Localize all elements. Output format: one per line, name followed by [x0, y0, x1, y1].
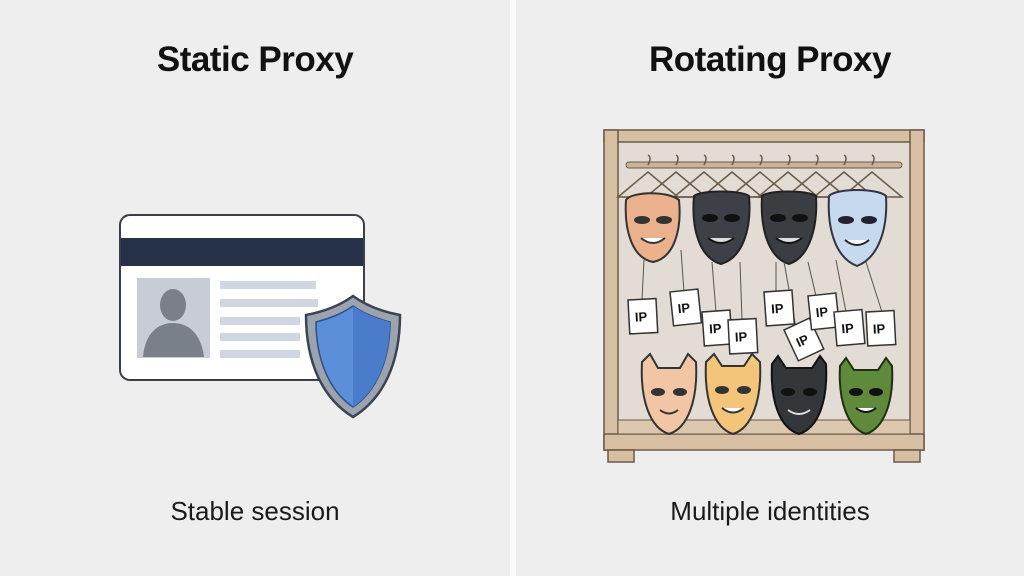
ip-tag-label: IP: [677, 300, 691, 316]
panel-divider: [510, 0, 516, 576]
wardrobe-illustration: IP IP IP IP IP IP: [603, 129, 925, 463]
shield-icon: [304, 294, 402, 419]
mask-icon: [624, 189, 888, 268]
avatar-icon: [137, 278, 210, 358]
mask-icon: [640, 352, 894, 436]
static-proxy-panel: Static Proxy Stable session: [0, 0, 510, 576]
ip-tag-label: IP: [635, 309, 648, 325]
id-card-illustration: [119, 214, 402, 419]
ip-tag-label: IP: [815, 304, 829, 320]
ip-tag-label: IP: [841, 320, 855, 336]
rotating-proxy-caption: Multiple identities: [670, 496, 870, 526]
wardrobe-icon: [603, 129, 925, 463]
ip-tag-icon: IP IP IP IP IP IP: [627, 288, 897, 362]
static-proxy-title: Static Proxy: [156, 40, 354, 79]
ip-tag-label: IP: [709, 321, 723, 337]
static-proxy-caption: Stable session: [170, 496, 340, 526]
ip-tag-label: IP: [873, 321, 886, 337]
ip-tag-label: IP: [771, 301, 785, 317]
ip-tag-label: IP: [735, 329, 748, 345]
rotating-proxy-title: Rotating Proxy: [649, 40, 891, 79]
rotating-proxy-panel: Rotating Proxy: [516, 0, 1024, 576]
